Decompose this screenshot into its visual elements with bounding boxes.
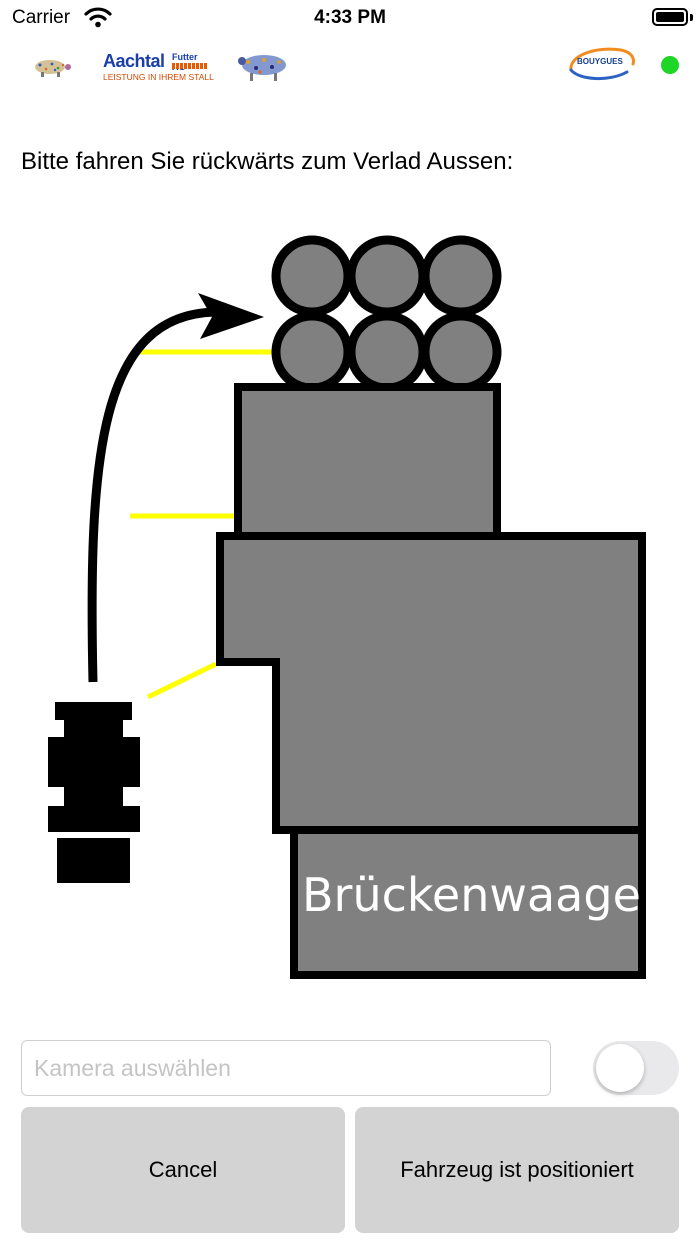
cow-logo-icon xyxy=(234,50,294,89)
wifi-icon xyxy=(84,6,112,33)
toggle-knob xyxy=(596,1044,644,1092)
reverse-path-arrow xyxy=(87,307,216,683)
silo-3 xyxy=(420,235,502,317)
bridge-scale-label: Brückenwaage xyxy=(302,868,641,922)
main-building xyxy=(216,532,646,834)
silo-1 xyxy=(271,235,353,317)
bouygues-name: BOUYGUES xyxy=(577,57,623,66)
loading-station-diagram: Brückenwaage xyxy=(0,225,700,995)
silo-2 xyxy=(346,235,428,317)
silo-5 xyxy=(346,311,428,393)
pig-logo-icon xyxy=(28,56,74,83)
battery-tip xyxy=(690,14,693,21)
carrier-label: Carrier xyxy=(12,7,71,28)
cancel-button[interactable]: Cancel xyxy=(21,1107,345,1233)
arrow-head-icon xyxy=(198,293,264,339)
logo-bar: Aachtal Futter AG LEISTUNG IN IHREM STAL… xyxy=(0,44,700,90)
guide-line-bottom xyxy=(146,661,218,700)
camera-select-field[interactable] xyxy=(21,1040,551,1096)
truck-icon xyxy=(48,702,140,883)
vehicle-positioned-button[interactable]: Fahrzeug ist positioniert xyxy=(355,1107,679,1233)
diagram-canvas xyxy=(48,235,646,979)
aachtal-company: Futter AG xyxy=(172,52,198,72)
camera-toggle[interactable] xyxy=(593,1041,679,1095)
upper-building xyxy=(234,383,501,541)
battery-icon xyxy=(652,8,688,26)
silo-group xyxy=(271,235,502,393)
bouygues-logo: BOUYGUES xyxy=(565,44,637,84)
clock: 4:33 PM xyxy=(314,7,386,28)
aachtal-slogan: LEISTUNG IN IHREM STALL xyxy=(103,72,214,82)
aachtal-logo: Aachtal Futter AG LEISTUNG IN IHREM STAL… xyxy=(100,51,214,82)
instruction-text: Bitte fahren Sie rückwärts zum Verlad Au… xyxy=(21,148,514,175)
aachtal-name: Aachtal xyxy=(103,51,165,71)
aachtal-stripes xyxy=(172,63,208,69)
status-bar: Carrier 4:33 PM xyxy=(0,0,700,36)
silo-4 xyxy=(271,311,353,393)
bridge-scale xyxy=(290,826,646,979)
connection-status-indicator xyxy=(661,56,679,74)
silo-6 xyxy=(420,311,502,393)
